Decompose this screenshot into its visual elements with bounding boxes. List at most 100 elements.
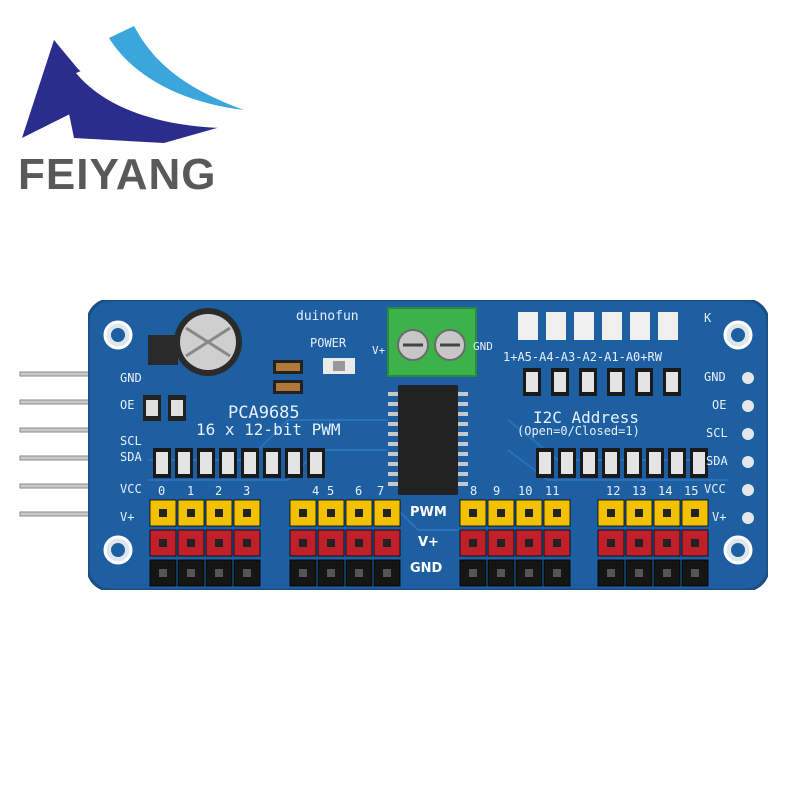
smd-component-body bbox=[582, 372, 594, 392]
smd-component bbox=[602, 312, 622, 332]
right-pin-scl: SCL bbox=[706, 426, 728, 440]
header-pin bbox=[299, 539, 307, 547]
smd-component bbox=[602, 332, 622, 340]
header-pin bbox=[327, 569, 335, 577]
smd-component-body bbox=[200, 452, 212, 474]
channel-number: 8 bbox=[470, 484, 478, 498]
k-label: K bbox=[704, 311, 712, 325]
header-pin bbox=[469, 539, 477, 547]
header-pin bbox=[635, 569, 643, 577]
maker-mark: duinofun bbox=[296, 309, 359, 324]
header-pin bbox=[355, 509, 363, 517]
header-pin bbox=[187, 539, 195, 547]
header-pin bbox=[525, 569, 533, 577]
smd-component-body bbox=[605, 452, 617, 474]
brand-name: FEIYANG bbox=[18, 150, 217, 199]
header-pin bbox=[497, 569, 505, 577]
header-pin bbox=[663, 539, 671, 547]
smd-component-body bbox=[627, 452, 639, 474]
header-pin bbox=[383, 509, 391, 517]
smd-component-body bbox=[310, 452, 322, 474]
header-pin bbox=[663, 569, 671, 577]
header-pin bbox=[299, 569, 307, 577]
smd-component-body bbox=[649, 452, 661, 474]
header-pin bbox=[299, 509, 307, 517]
header-pin bbox=[607, 509, 615, 517]
right-pin-sda: SDA bbox=[706, 454, 728, 468]
smd-component-body bbox=[539, 452, 551, 474]
header-pin bbox=[243, 569, 251, 577]
header-pin bbox=[243, 509, 251, 517]
channel-number: 0 bbox=[158, 484, 166, 498]
header-pin bbox=[497, 509, 505, 517]
left-pin-sda: SDA bbox=[120, 450, 142, 464]
feiyang-wave-logo-icon bbox=[22, 26, 244, 143]
header-pin bbox=[469, 569, 477, 577]
smd-component bbox=[630, 332, 650, 340]
header-pin bbox=[553, 569, 561, 577]
smd-component-body bbox=[244, 452, 256, 474]
smd-component bbox=[630, 312, 650, 332]
channel-number: 6 bbox=[355, 484, 363, 498]
header-pin bbox=[383, 539, 391, 547]
smd-component-body bbox=[693, 452, 705, 474]
header-pin bbox=[469, 509, 477, 517]
channel-number: 12 bbox=[606, 484, 621, 498]
power-label: POWER bbox=[310, 336, 347, 350]
smd-component-body bbox=[554, 372, 566, 392]
smd-component-body bbox=[561, 452, 573, 474]
board-subtitle: 16 x 12-bit PWM bbox=[196, 420, 341, 439]
header-pin bbox=[215, 509, 223, 517]
channel-number: 11 bbox=[545, 484, 560, 498]
header-pin bbox=[159, 569, 167, 577]
header-pin bbox=[215, 569, 223, 577]
left-pin-scl: SCL bbox=[120, 434, 142, 448]
channel-number: 10 bbox=[518, 484, 533, 498]
smd-component bbox=[546, 332, 566, 340]
header-pin bbox=[187, 569, 195, 577]
header-pin-block bbox=[653, 499, 681, 527]
header-pin bbox=[159, 509, 167, 517]
channel-number: 2 bbox=[215, 484, 223, 498]
smd-component-body bbox=[610, 372, 622, 392]
smd-component-body bbox=[666, 372, 678, 392]
channel-number: 1 bbox=[187, 484, 195, 498]
smd-component bbox=[658, 312, 678, 332]
header-pin bbox=[159, 539, 167, 547]
header-pin bbox=[497, 539, 505, 547]
center-label-pwm: PWM bbox=[410, 505, 447, 520]
header-pin bbox=[635, 539, 643, 547]
header-pin bbox=[663, 509, 671, 517]
header-pin bbox=[635, 509, 643, 517]
channel-number: 3 bbox=[243, 484, 251, 498]
channel-number: 15 bbox=[684, 484, 699, 498]
smd-component bbox=[574, 312, 594, 332]
smd-component-body bbox=[266, 452, 278, 474]
header-pin bbox=[355, 539, 363, 547]
header-pin-block bbox=[345, 559, 373, 587]
right-pin-vcc: VCC bbox=[704, 482, 726, 496]
header-pin bbox=[691, 509, 699, 517]
header-pin bbox=[327, 539, 335, 547]
header-pin bbox=[607, 569, 615, 577]
channel-number: 13 bbox=[632, 484, 647, 498]
header-pin bbox=[691, 569, 699, 577]
center-label-vplus: V+ bbox=[418, 535, 439, 550]
channel-number: 14 bbox=[658, 484, 673, 498]
gnd-top-label: GND bbox=[473, 340, 493, 353]
smd-component-body bbox=[638, 372, 650, 392]
channel-number: 5 bbox=[327, 484, 335, 498]
header-pin bbox=[327, 509, 335, 517]
address-pads-label: 1+A5-A4-A3-A2-A1-A0+RW bbox=[503, 350, 662, 364]
header-pin bbox=[691, 539, 699, 547]
smd-component-body bbox=[156, 452, 168, 474]
header-pin-block bbox=[459, 559, 487, 587]
smd-component bbox=[518, 332, 538, 340]
header-pin bbox=[383, 569, 391, 577]
vplus-top-label: V+ bbox=[372, 344, 386, 357]
smd-component bbox=[574, 332, 594, 340]
smd-component-body bbox=[583, 452, 595, 474]
servo-header-rows bbox=[149, 499, 709, 587]
left-pin-gnd: GND bbox=[120, 371, 142, 385]
header-pin-block bbox=[233, 499, 261, 527]
